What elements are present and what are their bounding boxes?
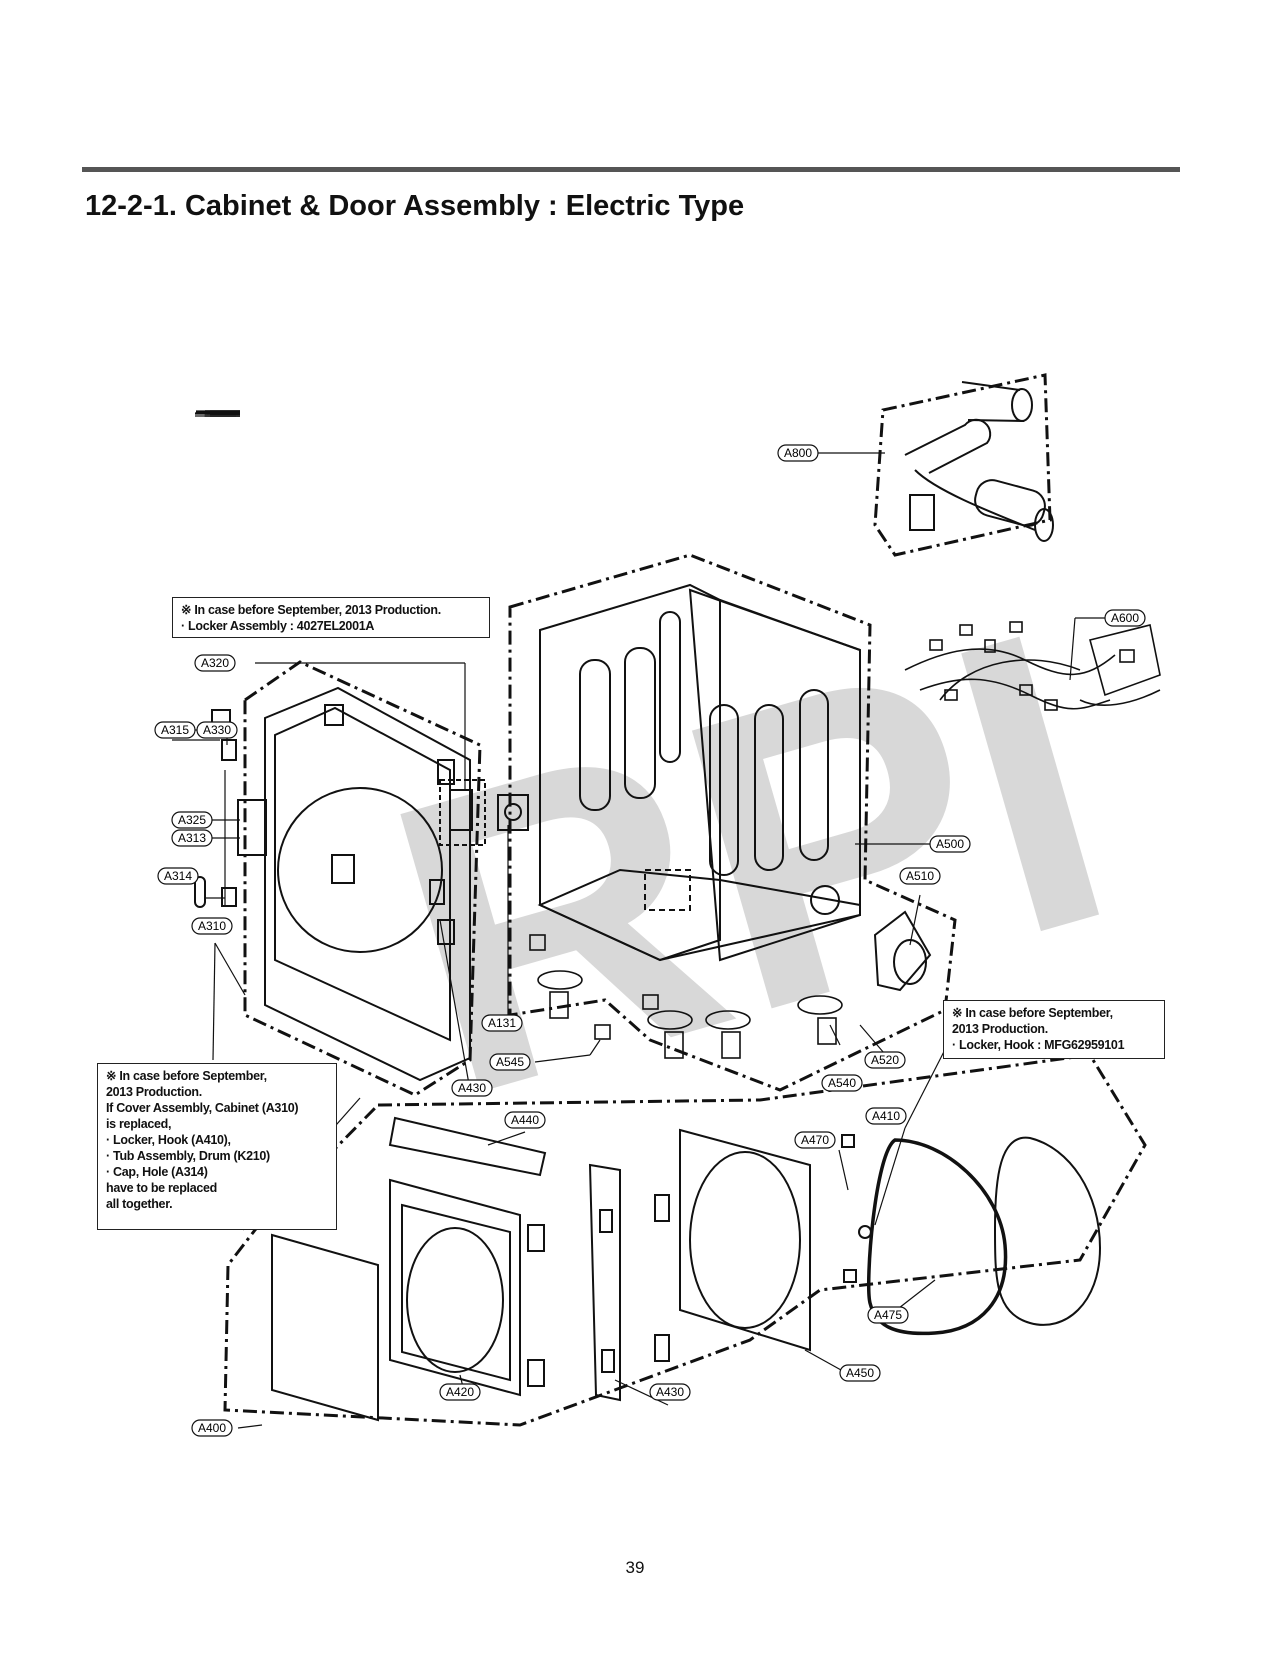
- svg-text:A500: A500: [936, 837, 964, 851]
- callout-a600: A600: [1104, 609, 1146, 627]
- callout-a330: A330: [196, 721, 238, 739]
- foot-parts: [529, 934, 843, 1059]
- svg-text:A310: A310: [198, 919, 226, 933]
- a600-wire-harness: [904, 621, 1161, 711]
- callout-a410: A410: [865, 1107, 907, 1125]
- note-line: is replaced,: [106, 1117, 172, 1131]
- callout-a540: A540: [821, 1074, 863, 1092]
- a510-duct-part: [873, 910, 932, 992]
- callout-a131: A131: [481, 1014, 523, 1032]
- a500-cabinet-part: [497, 583, 861, 962]
- svg-text:A450: A450: [846, 1366, 874, 1380]
- front-door-parts: [271, 1116, 1102, 1422]
- svg-text:A330: A330: [203, 723, 231, 737]
- svg-text:A440: A440: [511, 1113, 539, 1127]
- callout-a314: A314: [157, 867, 199, 885]
- note-line: all together.: [106, 1197, 173, 1211]
- svg-text:A540: A540: [828, 1076, 856, 1090]
- svg-text:A430: A430: [458, 1081, 486, 1095]
- callout-a315: A315: [154, 721, 196, 739]
- svg-text:A510: A510: [906, 869, 934, 883]
- svg-text:A315: A315: [161, 723, 189, 737]
- svg-text:A314: A314: [164, 869, 192, 883]
- svg-text:A475: A475: [874, 1308, 902, 1322]
- callout-a450: A450: [839, 1364, 881, 1382]
- callout-a420: A420: [439, 1383, 481, 1401]
- note-line: ※ In case before September,: [952, 1006, 1113, 1020]
- note-line: 2013 Production.: [952, 1022, 1048, 1036]
- svg-text:A600: A600: [1111, 611, 1139, 625]
- callout-a510: A510: [899, 867, 941, 885]
- callout-a800: A800: [777, 444, 819, 462]
- note-line: · Tub Assembly, Drum (K210): [106, 1149, 270, 1163]
- header-rule: [82, 167, 1180, 172]
- svg-text:A430: A430: [656, 1385, 684, 1399]
- callout-a475: A475: [867, 1306, 909, 1324]
- note-line: · Locker, Hook (A410),: [106, 1133, 231, 1147]
- callout-a400: A400: [191, 1419, 233, 1437]
- svg-text:A131: A131: [488, 1016, 516, 1030]
- note-line: ※ In case before September, 2013 Product…: [181, 603, 441, 617]
- svg-text:A545: A545: [496, 1055, 524, 1069]
- callout-a440: A440: [504, 1111, 546, 1129]
- svg-text:A410: A410: [872, 1109, 900, 1123]
- note-line: If Cover Assembly, Cabinet (A310): [106, 1101, 299, 1115]
- note-locker-hook: ※ In case before September, 2013 Product…: [943, 1000, 1165, 1059]
- svg-text:A420: A420: [446, 1385, 474, 1399]
- callout-a500: A500: [929, 835, 971, 853]
- group-outlines: [223, 373, 1147, 1427]
- callout-a313: A313: [171, 829, 213, 847]
- note-cover-assembly: ※ In case before September, 2013 Product…: [97, 1063, 337, 1230]
- page-title: 12-2-1. Cabinet & Door Assembly : Electr…: [85, 190, 745, 222]
- callout-a520: A520: [864, 1051, 906, 1069]
- svg-text:A800: A800: [784, 446, 812, 460]
- callout-labels: A800 A600 A320 A315 A330 A325 A313 A314 …: [154, 444, 1146, 1437]
- note-line: · Locker, Hook : MFG62959101: [952, 1038, 1125, 1052]
- leader-lines: [172, 410, 1105, 1429]
- note-locker-assembly: ※ In case before September, 2013 Product…: [172, 597, 490, 638]
- a310-cover-part: [194, 686, 486, 1082]
- callout-a430-top: A430: [451, 1079, 493, 1097]
- svg-text:A313: A313: [178, 831, 206, 845]
- note-line: · Locker Assembly : 4027EL2001A: [181, 619, 375, 633]
- callout-a320: A320: [194, 654, 236, 672]
- note-line: 2013 Production.: [106, 1085, 202, 1099]
- svg-text:A520: A520: [871, 1053, 899, 1067]
- note-line: · Cap, Hole (A314): [106, 1165, 208, 1179]
- callout-a310: A310: [191, 917, 233, 935]
- svg-text:A325: A325: [178, 813, 206, 827]
- svg-text:A320: A320: [201, 656, 229, 670]
- callout-a430-bottom: A430: [649, 1383, 691, 1401]
- svg-text:A400: A400: [198, 1421, 226, 1435]
- note-line: ※ In case before September,: [106, 1069, 267, 1083]
- callout-a545: A545: [489, 1053, 531, 1071]
- callout-a470: A470: [794, 1131, 836, 1149]
- callout-a325: A325: [171, 811, 213, 829]
- page-number: 39: [625, 1558, 645, 1577]
- a800-duct-part: [904, 381, 1054, 542]
- note-line: have to be replaced: [106, 1181, 218, 1195]
- svg-text:A470: A470: [801, 1133, 829, 1147]
